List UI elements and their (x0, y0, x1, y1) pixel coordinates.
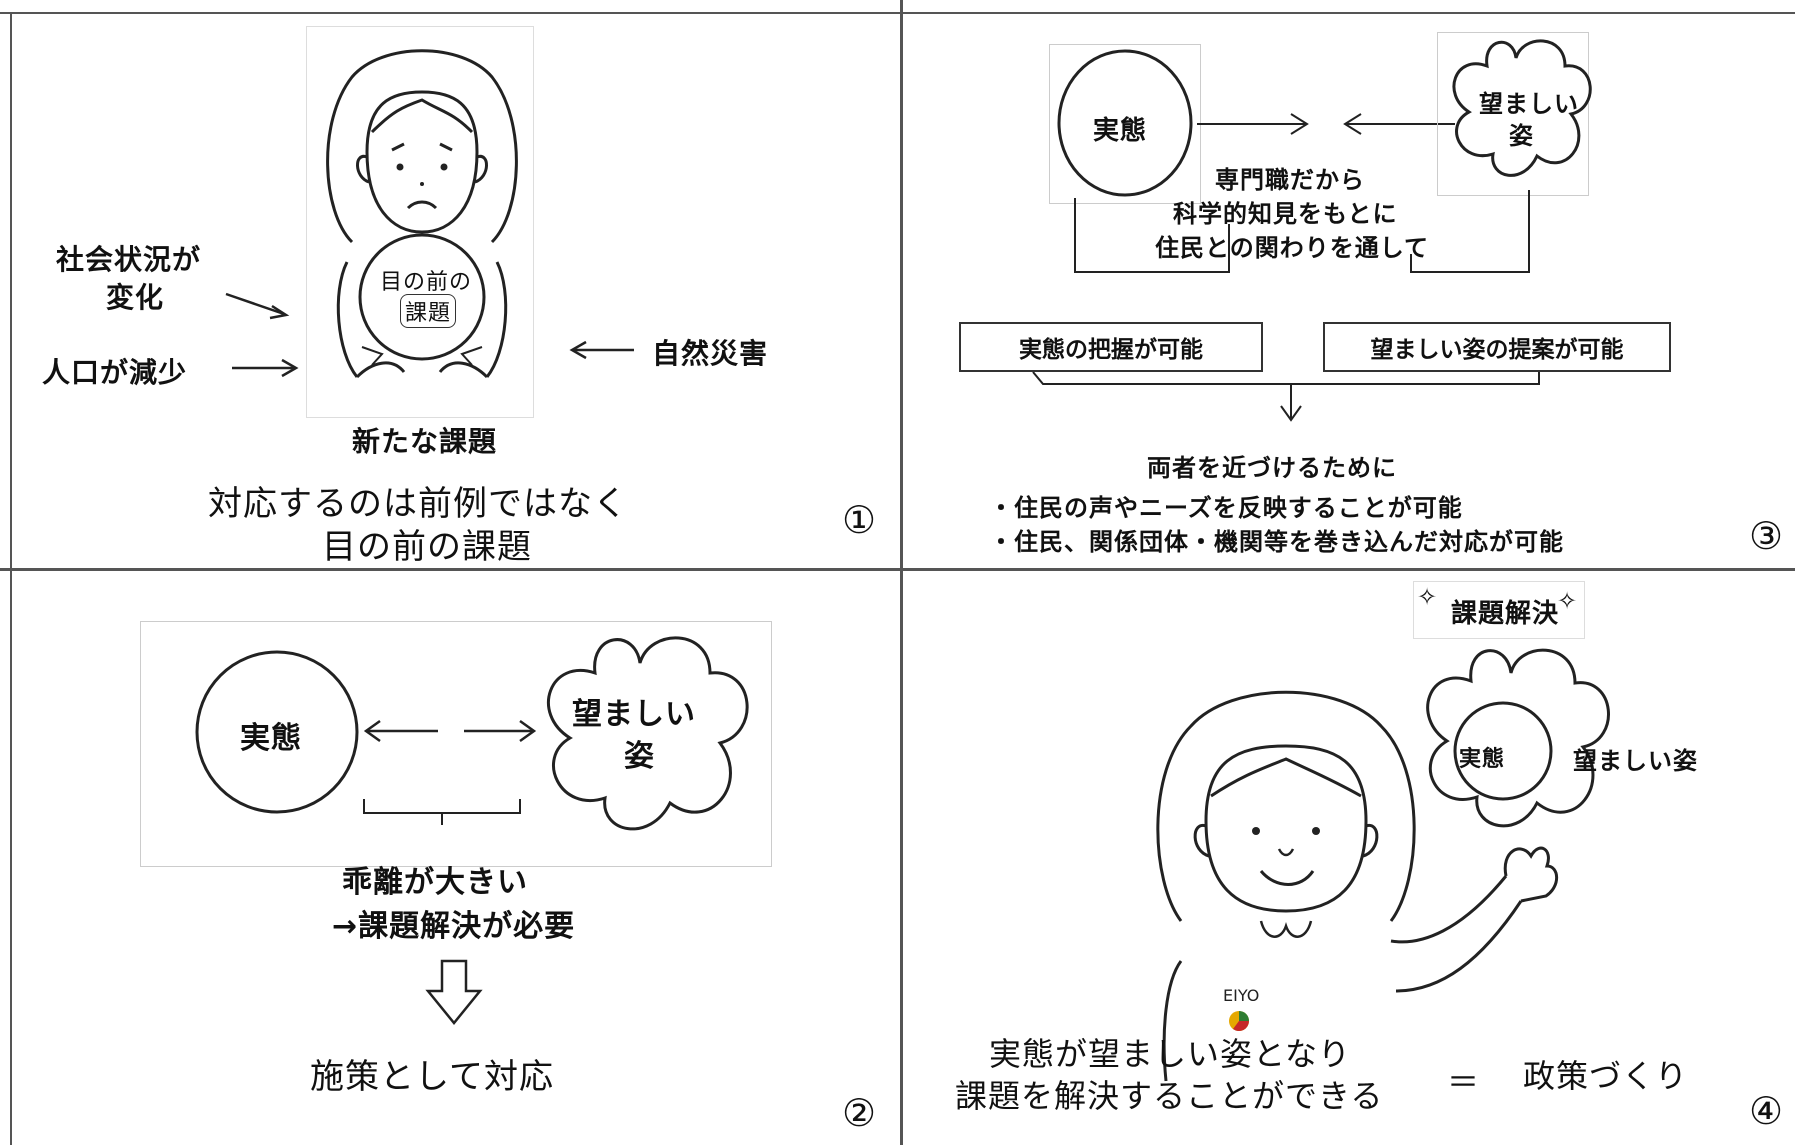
arrow-to-center-right (1197, 113, 1309, 135)
box-grasp-actual: 実態の把握が可能 (959, 322, 1263, 372)
sparkle-right-icon: ✧ (1557, 587, 1579, 615)
panel-number-4: ④ (1749, 1089, 1784, 1133)
badge-solution: 課題解決 (1451, 599, 1560, 629)
bullet-reflect-needs: ・住民の声やニーズを反映することが可能 (989, 494, 1463, 522)
bubble-text-line-2: 課題 (400, 294, 457, 328)
gap-bracket (363, 799, 521, 825)
desirable-state-label-line-1: 望ましい (572, 697, 696, 732)
divider-horizontal (0, 568, 1795, 571)
caption-new-issue: 新たな課題 (352, 425, 498, 458)
equals-sign: ＝ (1447, 1063, 1481, 1101)
desirable-state-label-line-1: 望ましい (1479, 90, 1579, 118)
badge-frame (1413, 581, 1585, 639)
panel-number-3: ③ (1749, 514, 1784, 558)
professional-text-line-3: 住民との関わりを通して (1155, 234, 1430, 262)
figure-frame (306, 26, 534, 418)
bubble-text-line-1: 目の前の (380, 270, 473, 295)
arrow-social-change (225, 292, 290, 320)
bottom-line-1: 実態が望ましい姿となり (989, 1035, 1352, 1073)
desirable-state-flower (546, 636, 749, 831)
panel-4: ✧ 課題解決 ✧ EIYO 実態 望ましい姿 実態が望ましい姿となり 課題を解決… (903, 571, 1795, 1145)
policy-response-text: 施策として対応 (310, 1057, 554, 1097)
arrow-right (464, 719, 537, 743)
arrow-natural-disaster (569, 340, 634, 360)
desirable-state-label-line-2: 姿 (624, 739, 655, 774)
conclusion-line-2: 目の前の課題 (322, 527, 532, 567)
gap-diagram-frame (140, 621, 772, 867)
desirable-flower-with-actual (1426, 648, 1610, 828)
professional-text-line-1: 専門職だから (1215, 166, 1365, 194)
policy-making-text: 政策づくり (1523, 1057, 1689, 1095)
actual-state-circle (1057, 49, 1193, 197)
label-social-change-line-2: 変化 (106, 281, 165, 314)
border-top (0, 12, 1795, 14)
inner-actual-label: 実態 (1459, 747, 1506, 772)
actual-state-circle (195, 650, 359, 814)
actual-state-label: 実態 (240, 721, 302, 756)
professional-text-line-2: 科学的知見をもとに (1173, 200, 1398, 228)
sparkle-left-icon: ✧ (1417, 583, 1439, 611)
arrow-left (363, 719, 438, 743)
bottom-line-2: 課題を解決することができる (955, 1077, 1384, 1115)
panel-2: 実態 望ましい 姿 乖離が大きい →課題解決が必要 施策として対応 ② (12, 571, 900, 1145)
actual-state-label: 実態 (1093, 116, 1148, 146)
need-solution-text: →課題解決が必要 (332, 909, 576, 944)
arrow-population-decline (232, 358, 299, 378)
divider-vertical (900, 0, 903, 1145)
label-social-change-line-1: 社会状況が (56, 243, 202, 276)
flower-frame (1437, 32, 1589, 196)
desirable-state-flower (1452, 39, 1592, 177)
connector-lines (1032, 190, 1540, 422)
person-happy-illustration: EIYO (1156, 690, 1559, 1082)
border-left (10, 12, 12, 1145)
panel-3: 実態 望ましい 姿 専門職だから 科学的知見をもとに 住民との関わりを通して 実… (903, 14, 1795, 568)
label-natural-disaster: 自然災害 (652, 337, 769, 370)
label-population-decline: 人口が減少 (42, 356, 188, 389)
panel-number-1: ① (842, 498, 877, 542)
lead-text: 両者を近づけるために (1147, 454, 1397, 482)
bullet-involve-partners: ・住民、関係団体・機関等を巻き込んだ対応が可能 (989, 528, 1564, 556)
shirt-logo-text: EIYO (1223, 986, 1259, 1005)
conclusion-line-1: 対応するのは前例ではなく (208, 484, 628, 524)
panel-number-2: ② (842, 1091, 877, 1135)
person-worried-illustration (326, 49, 518, 379)
desirable-state-label-line-2: 姿 (1509, 122, 1534, 150)
desirable-state-label: 望ましい姿 (1573, 747, 1698, 775)
panel-1: 目の前の 課題 社会状況が 変化 人口が減少 自然災害 新たな課題 対応するのは… (12, 14, 900, 568)
box-propose-desirable: 望ましい姿の提案が可能 (1323, 322, 1671, 372)
gap-large-text: 乖離が大きい (342, 865, 528, 900)
down-block-arrow (425, 959, 483, 1025)
